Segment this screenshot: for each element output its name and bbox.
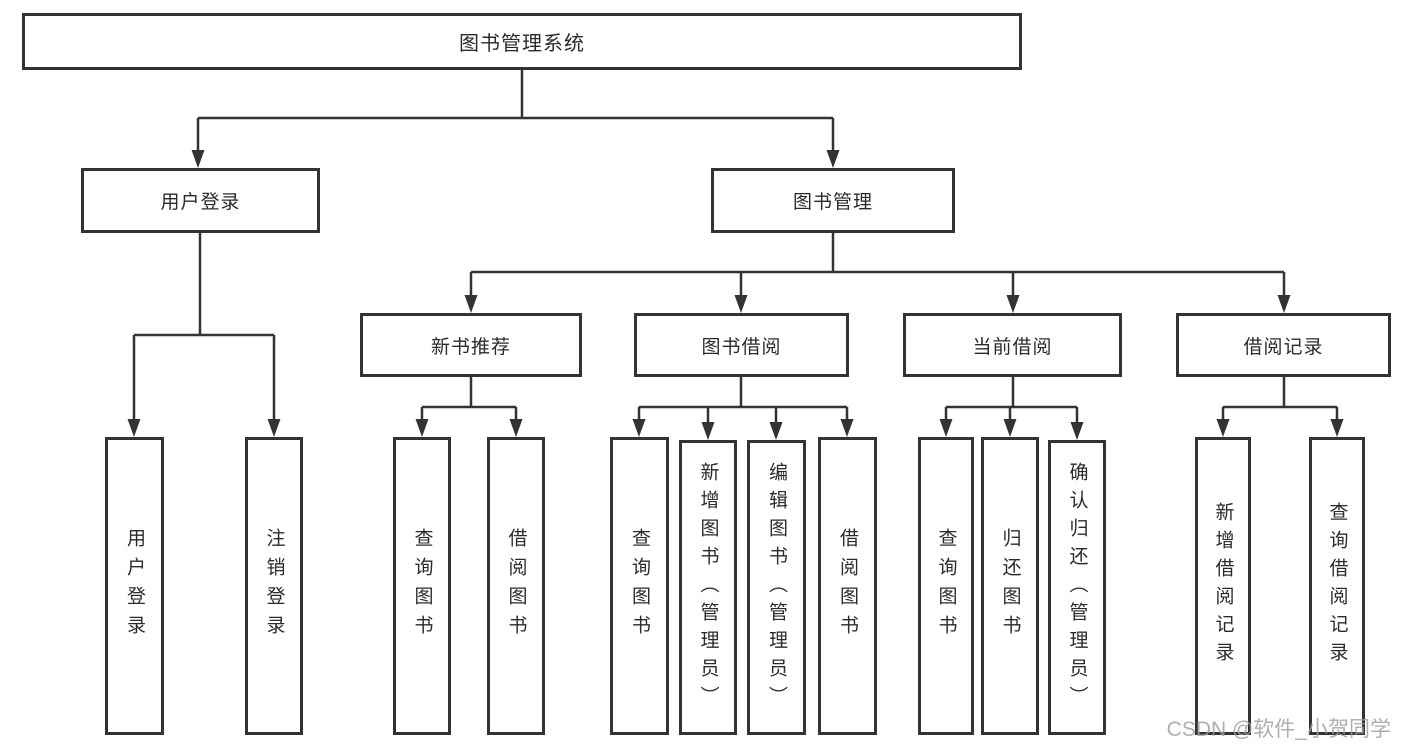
- leaf-label: 查询图书: [935, 528, 957, 644]
- leaf-label: 编辑图书（管理员）: [766, 461, 787, 714]
- leaf-confirm-return-admin: 确认归还（管理员）: [1048, 440, 1106, 735]
- node-current-borrowing: 当前借阅: [903, 313, 1122, 377]
- leaf-query-books-recommend: 查询图书: [393, 437, 451, 735]
- csdn-watermark: CSDN @软件_小贺同学: [1166, 718, 1391, 741]
- leaf-return-book: 归还图书: [981, 437, 1039, 735]
- leaf-borrow-books-borrowing: 借阅图书: [818, 437, 877, 735]
- leaf-query-borrow-record: 查询借阅记录: [1309, 437, 1365, 735]
- leaf-add-book-admin: 新增图书（管理员）: [679, 440, 737, 735]
- leaf-label: 查询借阅记录: [1326, 502, 1348, 670]
- leaf-label: 借阅图书: [505, 528, 527, 644]
- leaf-label: 新增借阅记录: [1212, 502, 1234, 670]
- leaf-edit-book-admin: 编辑图书（管理员）: [747, 440, 806, 735]
- leaf-add-borrow-record: 新增借阅记录: [1195, 437, 1251, 735]
- leaf-label: 归还图书: [999, 528, 1021, 644]
- arrowheads: [127, 150, 1344, 440]
- node-library-management-system: 图书管理系统: [22, 13, 1022, 70]
- leaf-query-books-current: 查询图书: [918, 437, 974, 735]
- leaf-label: 注销登录: [263, 528, 285, 644]
- node-user-login: 用户登录: [81, 168, 320, 233]
- leaf-borrow-books-recommend: 借阅图书: [487, 437, 545, 735]
- leaf-query-books-borrowing: 查询图书: [610, 437, 669, 735]
- node-new-book-recommendation: 新书推荐: [360, 313, 582, 377]
- node-label: 用户登录: [160, 192, 241, 213]
- node-label: 图书管理: [792, 192, 873, 213]
- leaf-user-login: 用户登录: [105, 437, 164, 735]
- leaf-label: 借阅图书: [837, 528, 858, 644]
- node-label: 图书管理系统: [459, 33, 585, 55]
- leaf-label: 查询图书: [411, 528, 433, 644]
- node-label: 当前借阅: [972, 336, 1053, 358]
- node-label: 借阅记录: [1243, 336, 1324, 358]
- leaf-label: 新增图书（管理员）: [697, 461, 719, 714]
- node-book-management: 图书管理: [711, 168, 955, 233]
- leaf-label: 确认归还（管理员）: [1066, 461, 1088, 714]
- node-label: 新书推荐: [430, 336, 511, 358]
- node-borrowing-records: 借阅记录: [1176, 313, 1391, 377]
- leaf-label: 查询图书: [629, 528, 650, 644]
- node-book-borrowing: 图书借阅: [634, 313, 849, 377]
- leaf-logout: 注销登录: [245, 437, 303, 735]
- node-label: 图书借阅: [701, 336, 782, 358]
- leaf-label: 用户登录: [124, 528, 145, 644]
